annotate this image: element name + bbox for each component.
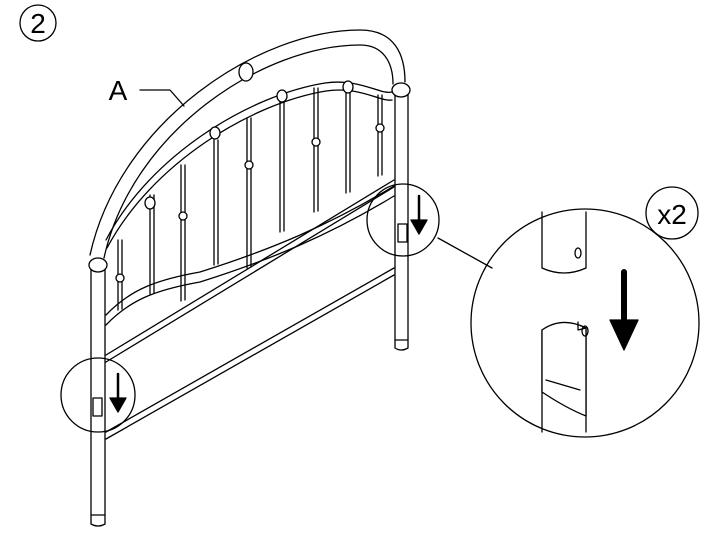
left-bracket [92,397,103,417]
magnified-circle [470,208,700,438]
cross-rail-upper [105,179,395,356]
right-bracket [397,223,408,243]
cross-rail-lower [105,267,395,433]
part-label: A [109,75,128,106]
quantity-circle [645,186,699,240]
top-arch-outer [89,29,406,256]
knob [238,62,254,82]
knob [311,137,321,147]
arrow-down-icon [609,319,639,351]
headboard-frame [88,29,411,527]
left-foot-cap [90,514,106,527]
right-detail-callout [366,183,440,257]
arrow-down-icon [109,397,127,413]
cross-rail-upper [105,186,395,363]
finial-knob [391,82,411,98]
quantity-label: x2 [657,199,687,230]
magnified-detail [470,208,700,438]
bracket-fold [545,379,581,391]
knob [178,211,188,221]
knob [244,160,254,170]
left-detail-callout [60,357,136,433]
knob [342,80,354,94]
wavy-rail-top [105,185,395,316]
step-number: 2 [30,8,46,39]
part-leader-line [139,89,185,107]
decorative-knobs [88,62,411,283]
top-arch-inner [103,44,394,259]
finial-knob [88,257,108,273]
part-callout: A [109,75,185,107]
bracket-hole [581,325,589,337]
quantity-badge: x2 [645,186,699,240]
upper-tube [541,211,587,274]
cross-rail-lower [105,274,395,440]
knob [209,126,221,140]
tube-hole [574,247,582,259]
arrow-down-icon [410,219,428,235]
bracket-plate [541,321,587,417]
knob [144,196,156,210]
knob [276,89,288,103]
spindles [117,81,383,311]
left-detail-circle [60,357,136,433]
knob [375,123,385,133]
wavy-rail-bottom [105,195,395,326]
zoom-connector-line [437,237,493,269]
right-detail-circle [366,183,440,257]
step-badge: 2 [19,4,57,42]
knob [115,273,125,283]
right-foot-cap [394,339,409,351]
step-circle [19,4,57,42]
